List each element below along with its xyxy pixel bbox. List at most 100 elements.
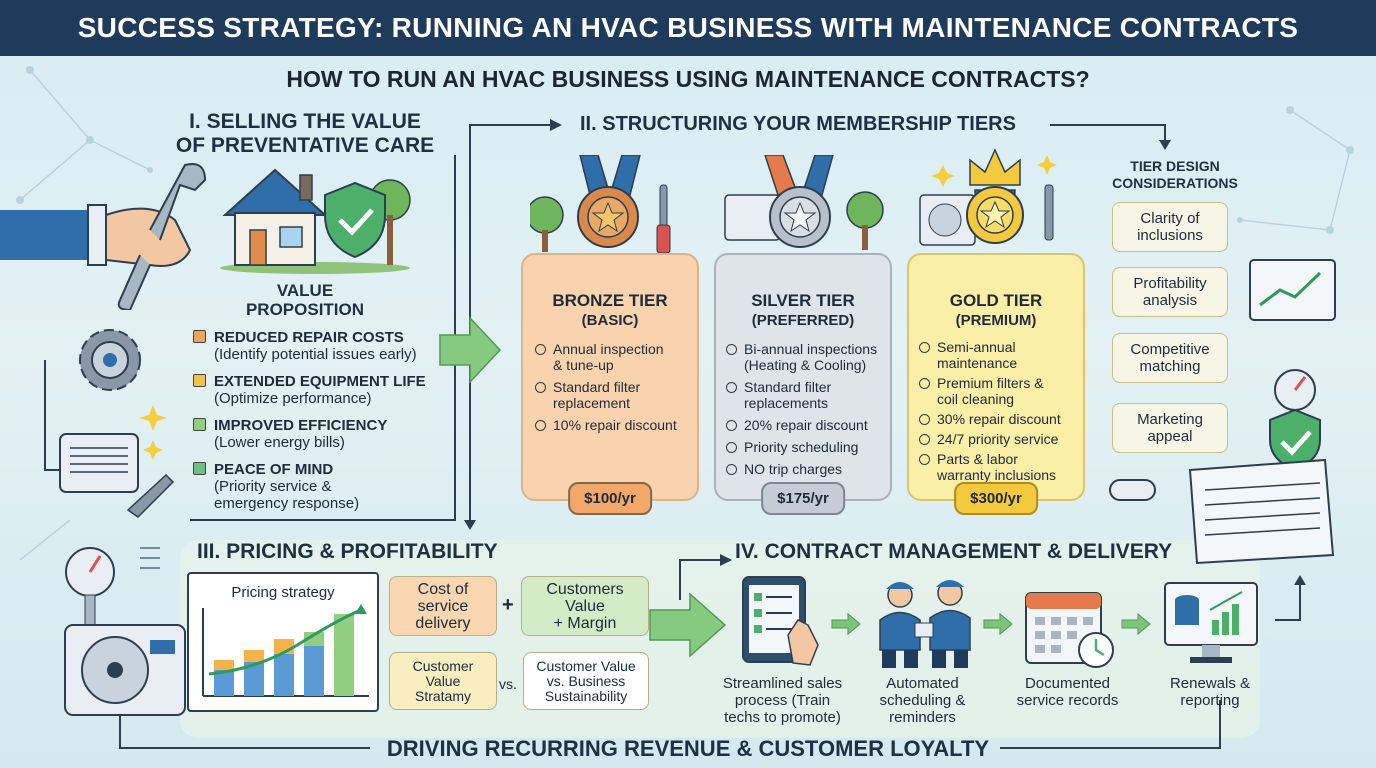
considerations-title-line2: CONSIDERATIONS <box>1112 175 1238 191</box>
reporting-monitor-icon <box>1164 582 1258 663</box>
step-arrow-icon <box>1121 612 1151 636</box>
page-title: SUCCESS STRATEGY: RUNNING AN HVAC BUSINE… <box>77 12 1299 43</box>
tier-name: SILVER TIER <box>751 291 855 310</box>
value-item-marker <box>193 462 206 475</box>
bronze-medal-icon <box>530 155 671 254</box>
section4-title: IV. CONTRACT MANAGEMENT & DELIVERY <box>735 540 1173 563</box>
tier-item-line: Premium filters & <box>937 375 1044 391</box>
value-item-peace: PEACE OF MIND (Priority service & emerge… <box>193 461 458 512</box>
box-line: delivery <box>415 614 471 632</box>
tier-price-bronze: $100/yr <box>568 482 652 515</box>
step-line: Documented <box>1024 675 1111 692</box>
step-renewals: Renewals &reporting <box>1150 675 1270 709</box>
tier-item-line: maintenance <box>937 355 1018 371</box>
tier-item-line: NO trip charges <box>744 461 843 477</box>
tier-level: (PREMIUM) <box>955 312 1037 329</box>
box-line: Customer <box>412 657 474 674</box>
tier-item-line: coil cleaning <box>937 391 1015 407</box>
step-line: techs to promote) <box>724 709 841 726</box>
value-item-marker <box>193 374 206 387</box>
tier-card-bronze: BRONZE TIER (BASIC) Annual inspection& t… <box>521 253 699 515</box>
consideration-line: Marketing <box>1137 411 1203 428</box>
tier-item-line: & tune-up <box>553 357 614 373</box>
footer-text: DRIVING RECURRING REVENUE & CUSTOMER LOY… <box>386 736 990 761</box>
tier-item: 20% repair discount <box>724 417 886 433</box>
value-item-desc: (Priority service & <box>214 478 332 495</box>
step-line: Renewals & <box>1169 675 1251 692</box>
arrow-to-tiers <box>439 316 502 384</box>
step-line: service records <box>1016 692 1119 709</box>
tier-item: NO trip charges <box>724 461 886 477</box>
section1-title: I. SELLING THE VALUE OF PREVENTATIVE CAR… <box>150 110 460 158</box>
tier-items: Annual inspection& tune-up Standard filt… <box>523 341 697 433</box>
tier-item-line: Bi-annual inspections <box>744 341 878 357</box>
tier-item-line: 10% repair discount <box>553 417 677 433</box>
value-item-efficiency: IMPROVED EFFICIENCY (Lower energy bills) <box>193 417 458 451</box>
box-line: vs. Business <box>546 672 626 689</box>
tier-items: Bi-annual inspections(Heating & Cooling)… <box>716 341 890 477</box>
tier-item-line: Priority scheduling <box>744 439 859 455</box>
consideration-line: Profitability <box>1133 275 1207 292</box>
technicians-icon <box>879 580 971 668</box>
step-line: Automated <box>886 675 959 692</box>
value-item-marker <box>193 330 206 343</box>
gear-icon <box>79 329 141 391</box>
box-line: Sustainability <box>544 687 628 704</box>
chart-title: Pricing strategy <box>231 584 335 601</box>
page-subtitle: HOW TO RUN AN HVAC BUSINESS USING MAINTE… <box>286 66 1090 92</box>
section3-title: III. PRICING & PROFITABILITY <box>197 540 498 563</box>
box-line: service <box>417 597 469 615</box>
tier-card-silver: SILVER TIER (PREFERRED) Bi-annual inspec… <box>714 253 892 515</box>
value-item-desc: (Optimize performance) <box>214 390 372 407</box>
tier-item-line: Parts & labor <box>937 451 1018 467</box>
tier-level: (BASIC) <box>581 312 639 329</box>
step-arrow-icon <box>831 612 861 636</box>
considerations-title-line1: TIER DESIGN <box>1130 158 1220 174</box>
value-item-life: EXTENDED EQUIPMENT LIFE (Optimize perfor… <box>193 373 458 407</box>
title-bar: SUCCESS STRATEGY: RUNNING AN HVAC BUSINE… <box>0 0 1376 56</box>
consideration-line: inclusions <box>1137 227 1203 244</box>
box-line: Value <box>565 597 605 615</box>
tier-item: Priority scheduling <box>724 439 886 455</box>
value-item-title: EXTENDED EQUIPMENT LIFE <box>214 373 426 390</box>
consideration-line: Clarity of <box>1140 210 1200 227</box>
hand-wrench-icon <box>0 163 207 310</box>
box-line: Customer Value <box>536 657 636 674</box>
gold-medal-icon <box>919 148 1057 246</box>
plus-sign: + <box>502 594 514 616</box>
box-line: Stratamy <box>414 687 471 704</box>
house-shield-icon <box>220 168 411 274</box>
tier-price-silver: $175/yr <box>761 482 845 515</box>
tier-item-line: Annual inspection <box>553 341 664 357</box>
tier-item-line: Standard filter <box>744 379 832 395</box>
value-item-repair: REDUCED REPAIR COSTS (Identify potential… <box>193 329 458 363</box>
value-item-marker <box>193 418 206 431</box>
tier-item: Bi-annual inspections(Heating & Cooling) <box>724 341 886 373</box>
vs-label: vs. <box>499 676 517 692</box>
value-proposition-heading: VALUE PROPOSITION <box>215 281 395 319</box>
consideration-line: matching <box>1139 358 1201 375</box>
tier-item-line: 24/7 priority service <box>937 431 1059 447</box>
tier-item: 24/7 priority service <box>917 431 1079 447</box>
tier-name: GOLD TIER <box>949 291 1043 310</box>
value-item-desc: (Lower energy bills) <box>214 434 345 451</box>
considerations-title: TIER DESIGN CONSIDERATIONS <box>1100 158 1250 192</box>
thermostat-icon <box>59 405 175 518</box>
step-line: process (Train <box>734 692 831 709</box>
consideration-line: analysis <box>1142 292 1198 309</box>
step-line: reminders <box>889 709 956 726</box>
vp-line2: PROPOSITION <box>245 300 365 319</box>
analytics-monitor-icon <box>1249 259 1336 321</box>
box-line: Customers <box>546 580 624 598</box>
ac-unit-icon <box>1109 458 1335 565</box>
